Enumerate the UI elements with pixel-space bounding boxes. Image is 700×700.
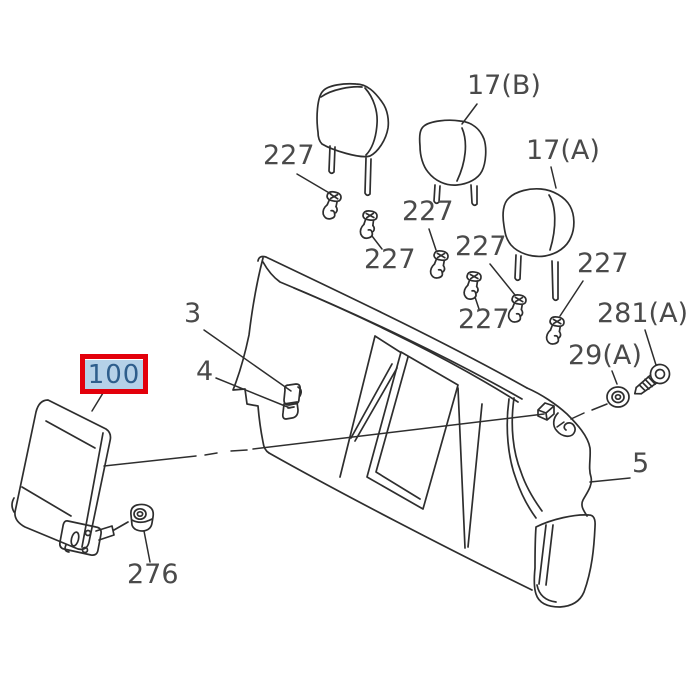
headrest-left-art — [316, 82, 390, 197]
part-label-276[interactable]: 276 — [127, 559, 179, 590]
part-label-17a[interactable]: 17(A) — [526, 135, 600, 166]
part-label-17b[interactable]: 17(B) — [467, 70, 541, 101]
leader-lines — [91, 103, 657, 563]
clip-art-2 — [359, 210, 378, 240]
clip-art-1 — [322, 190, 342, 220]
clip-art-6 — [545, 316, 565, 345]
screw-art — [633, 363, 671, 395]
part-label-227-5[interactable]: 227 — [458, 304, 510, 335]
part-label-281a[interactable]: 281(A) — [597, 298, 689, 329]
part-label-227-3[interactable]: 227 — [402, 196, 454, 227]
part-label-227-4[interactable]: 227 — [455, 231, 507, 262]
part-label-227-6[interactable]: 227 — [577, 248, 629, 279]
bracket-art — [58, 520, 129, 556]
nut-art — [130, 503, 155, 532]
clip-art-5 — [507, 294, 527, 323]
part-label-3[interactable]: 3 — [184, 298, 202, 329]
grommet-art — [606, 386, 630, 408]
part-label-4[interactable]: 4 — [196, 356, 214, 387]
clip-art-3 — [429, 250, 449, 279]
selected-part-callout[interactable]: 100 — [80, 354, 148, 394]
clip-art-4 — [463, 271, 482, 301]
part-label-227-1[interactable]: 227 — [263, 140, 315, 171]
part-label-29a[interactable]: 29(A) — [568, 340, 642, 371]
headrest-right-art — [502, 187, 575, 302]
part-label-5[interactable]: 5 — [632, 448, 650, 479]
armrest-art — [11, 399, 112, 551]
headrest-center-art — [418, 119, 487, 207]
assembly-centerline — [103, 403, 608, 467]
selected-part-number[interactable]: 100 — [84, 359, 144, 389]
seat-back-art — [232, 255, 596, 608]
part-label-227-2[interactable]: 227 — [364, 244, 416, 275]
